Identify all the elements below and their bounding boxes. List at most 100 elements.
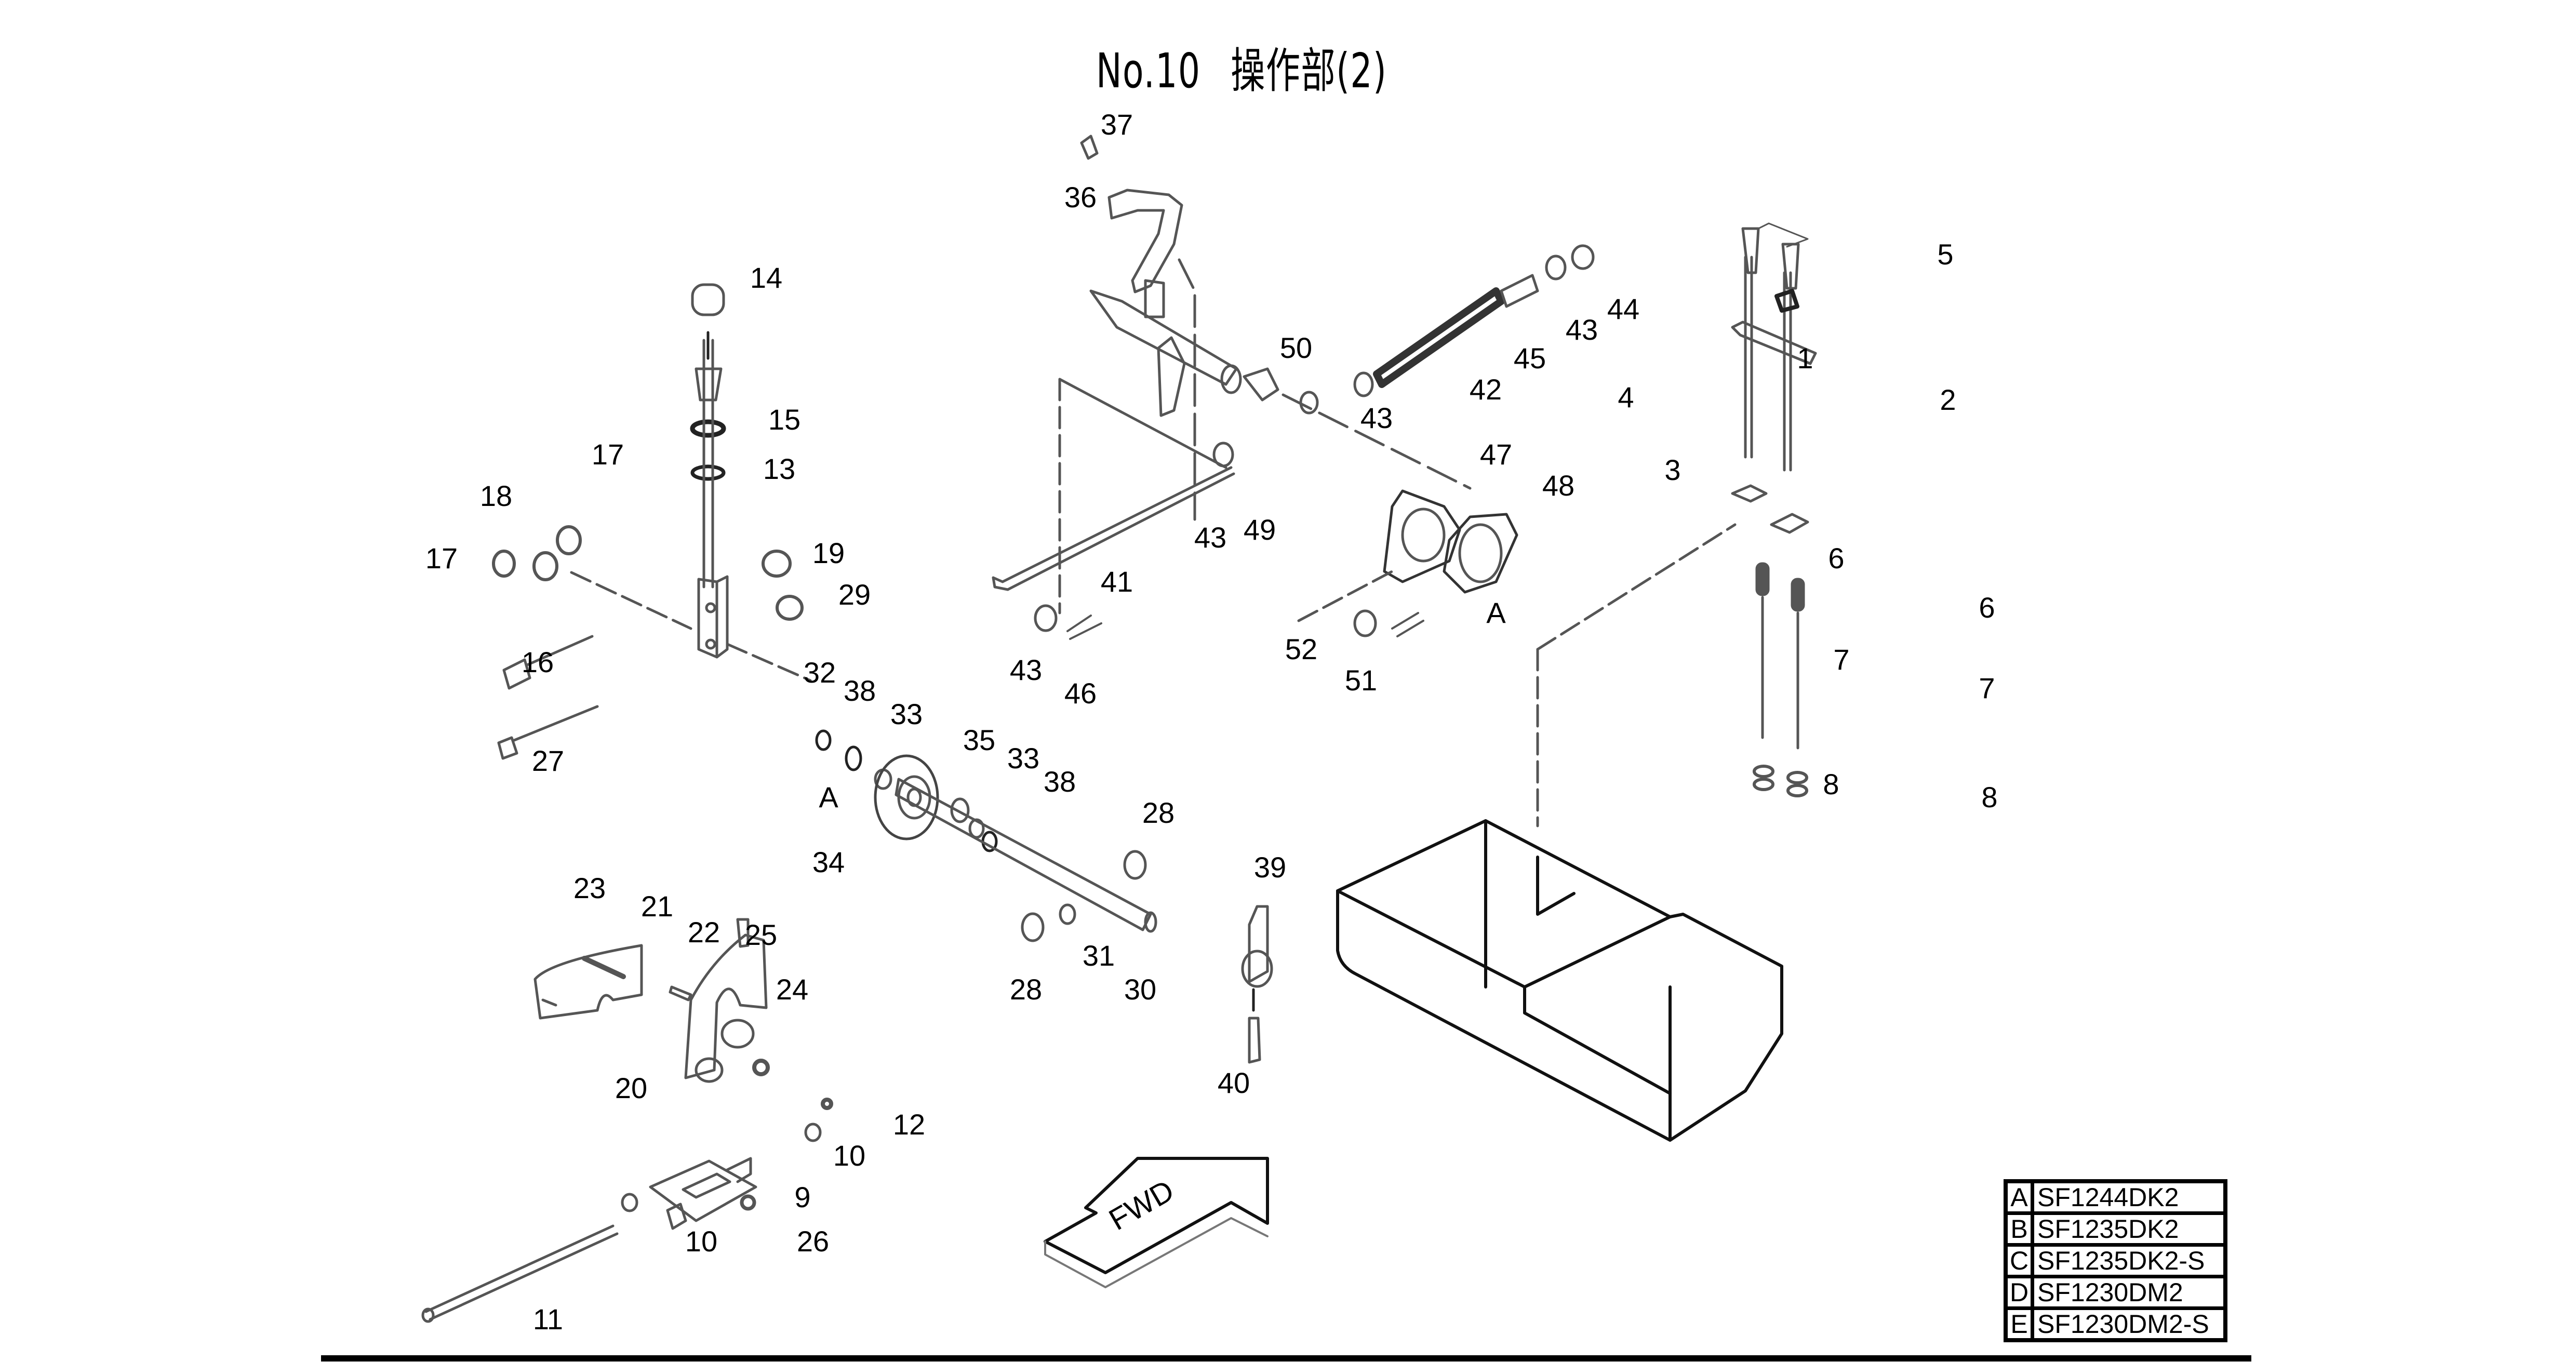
part-callout-7: 7 <box>1979 672 1995 704</box>
part-callout-5: 5 <box>1937 238 1954 271</box>
part-callout-23: 23 <box>573 872 606 904</box>
part-49-collar <box>1243 367 1279 402</box>
part-callout-7: 7 <box>1833 643 1850 676</box>
part-20-bracket <box>684 933 768 1079</box>
part-17-nut <box>556 525 582 555</box>
part-callout-33: 33 <box>890 698 923 730</box>
page-title-number: No.10 <box>1096 43 1201 99</box>
part-46-pin <box>1066 615 1102 640</box>
part-callout-43: 43 <box>1360 402 1393 434</box>
part-callout-A: A <box>819 781 838 813</box>
linkage-assembly <box>992 135 1737 827</box>
part-24-nut <box>752 1059 770 1076</box>
part-callout-36: 36 <box>1064 181 1097 213</box>
part-callout-43: 43 <box>1009 653 1043 686</box>
part-callout-24: 24 <box>776 973 809 1006</box>
shift-lever-assembly <box>492 283 812 760</box>
part-23-bolt <box>582 956 626 979</box>
part-28-washer <box>1123 850 1147 880</box>
part-callout-17: 17 <box>425 542 458 575</box>
part-19-nut <box>762 550 792 578</box>
part-28-washer <box>1021 912 1045 942</box>
part-10-bushing <box>804 1123 822 1142</box>
part-14-knob-cap <box>691 283 725 316</box>
part-callout-39: 39 <box>1253 851 1287 884</box>
part-callout-16: 16 <box>521 646 554 678</box>
part-9-plate <box>649 1159 757 1222</box>
bracket-assembly <box>533 918 770 1083</box>
part-4-pin <box>1774 289 1799 313</box>
part-40-bolt <box>1248 1017 1261 1064</box>
part-callout-9: 9 <box>794 1181 811 1213</box>
model-name: SF1235DK2 <box>2031 1211 2227 1247</box>
part-30-shaft <box>895 778 1152 931</box>
part-callout-34: 34 <box>812 846 845 878</box>
part-11-rod <box>424 1224 619 1321</box>
part-callout-41: 41 <box>1100 565 1133 598</box>
part-18-bushing <box>532 551 558 581</box>
part-callout-10: 10 <box>833 1139 866 1172</box>
part-callout-10: 10 <box>685 1225 718 1258</box>
fwd-label: FWD <box>1103 1173 1180 1237</box>
part-callout-29: 29 <box>838 578 871 611</box>
part-callout-A: A <box>1486 596 1506 629</box>
part-41-rod <box>1001 466 1235 591</box>
part-8-nut <box>1753 765 1774 778</box>
part-callout-28: 28 <box>1009 973 1043 1006</box>
part-callout-21: 21 <box>640 890 674 923</box>
part-29-nut <box>776 595 804 621</box>
page-title-name: 操作部(2) <box>1231 43 1387 99</box>
pedal-plate-assembly <box>421 1098 833 1323</box>
part-21-plate <box>533 944 643 1020</box>
part-callout-38: 38 <box>1043 765 1076 798</box>
part-43-washer <box>1034 604 1058 632</box>
part-lever-shaft <box>1089 289 1238 386</box>
part-13-collar <box>690 464 726 481</box>
part-45-collar <box>1500 274 1539 308</box>
part-10-bushing <box>621 1193 638 1212</box>
part-2-lever <box>1783 271 1792 472</box>
part-48-gasket <box>1443 513 1518 594</box>
part-callout-28: 28 <box>1142 796 1175 829</box>
part-50-collar <box>1299 391 1319 415</box>
part-callout-3: 3 <box>1664 453 1681 486</box>
part-43-washer <box>1545 255 1567 281</box>
part-callout-8: 8 <box>1981 781 1998 813</box>
part-15-washer <box>690 419 726 438</box>
part-27-bolt <box>497 705 599 760</box>
part-callout-37: 37 <box>1100 108 1133 141</box>
part-callout-17: 17 <box>591 438 624 471</box>
part-callout-33: 33 <box>1007 742 1040 775</box>
part-43-washer <box>1353 371 1374 397</box>
part-callout-40: 40 <box>1217 1066 1250 1099</box>
part-callout-44: 44 <box>1607 292 1640 325</box>
part-callout-20: 20 <box>615 1072 648 1104</box>
part-callout-1: 1 <box>1797 342 1813 375</box>
model-key: B <box>2004 1211 2034 1247</box>
part-51-pin <box>1391 612 1424 637</box>
part-47-cover <box>1383 489 1461 583</box>
model-name: SF1235DK2-S <box>2031 1243 2227 1278</box>
part-callout-19: 19 <box>812 537 845 569</box>
part-callout-8: 8 <box>1823 768 1839 800</box>
part-callout-50: 50 <box>1279 331 1313 364</box>
part-callout-31: 31 <box>1082 939 1115 972</box>
part-callout-25: 25 <box>744 918 778 951</box>
part-callout-45: 45 <box>1513 342 1546 375</box>
model-name: SF1230DM2-S <box>2031 1306 2227 1342</box>
part-31-key <box>1059 903 1076 925</box>
part-34-pulley <box>874 754 939 840</box>
part-25-bolt <box>736 918 750 948</box>
part-callout-27: 27 <box>531 744 565 777</box>
part-callout-2: 2 <box>1940 383 1956 416</box>
part-callout-49: 49 <box>1243 513 1276 546</box>
part-3-arm <box>1731 321 1817 365</box>
part-1-lever <box>1744 256 1753 459</box>
part-6-spring <box>1755 562 1770 596</box>
